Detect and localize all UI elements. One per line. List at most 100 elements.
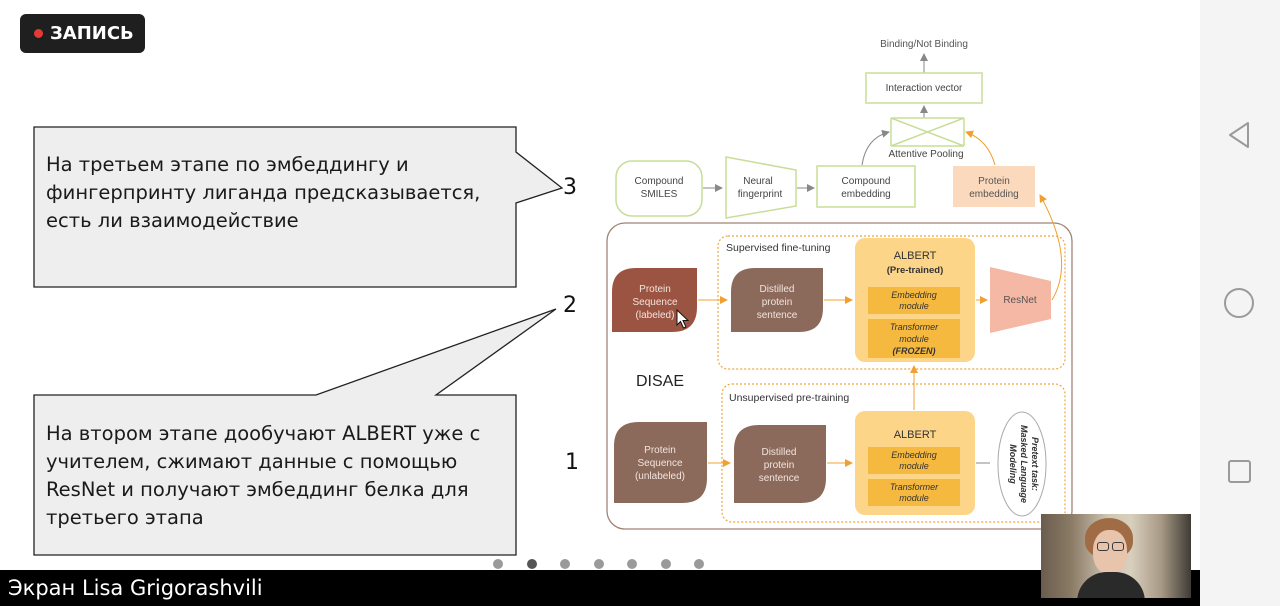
recent-apps-icon[interactable] <box>1228 460 1251 483</box>
callout-2-line: На втором этапе дообучают ALBERT уже с <box>46 422 481 445</box>
screen-share-label: Экран Lisa Grigorashvili <box>8 576 263 600</box>
callouts-layer <box>33 126 564 556</box>
arrow-protein-to-pooling <box>965 130 996 166</box>
pretext-label: Modeling <box>1008 444 1018 484</box>
callout-2-line: третьего этапа <box>46 506 204 529</box>
albert-bottom-transformer-box <box>868 479 960 506</box>
albert-bottom-transformer-label: Transformer <box>890 482 939 492</box>
compound-smiles-box <box>615 160 703 217</box>
protein-seq-unlabeled-shape <box>614 422 707 503</box>
protein-seq-labeled-label: Protein <box>639 284 671 295</box>
step-2-number: 2 <box>563 293 577 318</box>
disae-label: DISAE <box>636 373 684 390</box>
albert-top-embedding-box <box>868 287 960 314</box>
pager-dot[interactable] <box>560 559 570 569</box>
mouse-cursor-icon <box>676 308 690 329</box>
step-3-number: 3 <box>563 175 577 200</box>
unsupervised-label: Unsupervised pre-training <box>729 392 849 404</box>
attentive-pooling-label: Attentive Pooling <box>888 149 963 160</box>
protein-embedding-label: embedding <box>969 189 1018 200</box>
compound-smiles-label: SMILES <box>641 189 678 200</box>
albert-top-embedding-label: Embedding <box>891 290 937 300</box>
neural-fingerprint-label: fingerprint <box>738 189 783 200</box>
supervised-label: Supervised fine-tuning <box>726 242 831 254</box>
callout-3-line: есть ли взаимодействие <box>46 209 299 232</box>
home-icon[interactable] <box>1224 288 1254 318</box>
arrow-compound-to-pooling <box>861 129 890 166</box>
callout-2-bubble <box>33 308 557 556</box>
resnet-label: ResNet <box>1003 295 1037 306</box>
compound-embedding-label: Compound <box>842 176 891 187</box>
protein-embedding-label: Protein <box>978 176 1010 187</box>
albert-top-transformer-box <box>868 319 960 358</box>
albert-bottom-embedding-label: module <box>899 461 929 471</box>
albert-bottom-title: ALBERT <box>894 429 937 441</box>
compound-smiles-label: Compound <box>635 176 684 187</box>
albert-top-transformer-label: module <box>899 334 929 344</box>
protein-seq-unlabeled-label: (unlabeled) <box>635 471 685 482</box>
callout-3-line: фингерпринту лиганда предсказывается, <box>46 181 481 204</box>
interaction-vector-label: Interaction vector <box>886 83 963 94</box>
recording-label: ЗАПИСЬ <box>50 23 134 44</box>
slide-pager <box>493 559 708 571</box>
albert-top-title: ALBERT <box>894 250 937 262</box>
protein-seq-unlabeled-label: Protein <box>644 445 676 456</box>
pager-dot[interactable] <box>593 559 604 569</box>
callout-2-line: ResNet и получают эмбеддинг белка для <box>46 478 469 501</box>
distilled-sentence-label: sentence <box>759 473 800 484</box>
distilled-sentence-label: Distilled <box>759 284 794 295</box>
distilled-sentence-label: protein <box>762 297 793 308</box>
attentive-pooling-shape <box>890 117 965 147</box>
binding-label: Binding/Not Binding <box>880 39 968 50</box>
pretext-text-group: Pretext task: Masked Language Modeling <box>1008 425 1040 503</box>
compound-embedding-box <box>816 165 916 208</box>
glasses-icon <box>1097 542 1109 551</box>
webcam-thumbnail[interactable] <box>1041 514 1191 598</box>
pager-dot[interactable] <box>660 559 671 569</box>
screen-share-bar: Экран Lisa Grigorashvili <box>0 570 1200 606</box>
arrow-resnet-to-embedding <box>1039 194 1063 301</box>
resnet-shape <box>990 267 1051 333</box>
interaction-vector-box <box>865 72 983 104</box>
unsupervised-region <box>721 383 1066 523</box>
pretext-ellipse <box>997 411 1047 517</box>
distilled-sentence-top-shape <box>731 268 823 332</box>
callout-3-bubble <box>33 126 564 288</box>
distilled-sentence-label: Distilled <box>761 447 796 458</box>
distilled-sentence-label: sentence <box>757 310 798 321</box>
neural-fingerprint-shape <box>725 156 797 219</box>
callout-2-line: учителем, сжимают данные с помощью <box>46 450 458 473</box>
protein-seq-unlabeled-label: Sequence <box>637 458 682 469</box>
albert-bottom-embedding-label: Embedding <box>891 450 937 460</box>
neural-fingerprint-label: Neural <box>743 176 772 187</box>
pager-dot[interactable] <box>627 559 637 569</box>
recording-dot-icon <box>34 29 43 38</box>
distilled-sentence-label: protein <box>764 460 795 471</box>
webcam-person-face <box>1093 530 1127 574</box>
albert-bottom-transformer-label: module <box>899 493 929 503</box>
glasses-icon <box>1112 542 1124 551</box>
albert-top-embedding-label: module <box>899 301 929 311</box>
pager-dot[interactable] <box>694 559 704 569</box>
back-icon[interactable] <box>1226 120 1254 150</box>
recording-badge: ЗАПИСЬ <box>20 14 145 53</box>
step-1-number: 1 <box>565 450 579 475</box>
protein-embedding-box <box>953 166 1035 207</box>
callout-3-line: На третьем этапе по эмбеддингу и <box>46 153 409 176</box>
albert-top-transformer-label: (FROZEN) <box>893 346 936 356</box>
compound-embedding-label: embedding <box>841 189 890 200</box>
protein-seq-labeled-label: Sequence <box>632 297 677 308</box>
albert-top-transformer-label: Transformer <box>890 322 939 332</box>
distilled-sentence-bottom-shape <box>734 425 826 503</box>
callout-3-text: На третьем этапе по эмбеддингу и фингерп… <box>46 151 480 235</box>
pager-dot[interactable] <box>526 559 537 569</box>
callout-2-text: На втором этапе дообучают ALBERT уже с у… <box>46 420 480 532</box>
disae-diagram: Binding/Not Binding Interaction vector A… <box>606 39 1073 530</box>
pretext-label: Masked Language <box>1019 425 1029 503</box>
albert-top-subtitle: (Pre-trained) <box>887 265 943 276</box>
albert-bottom-embedding-box <box>868 447 960 474</box>
pager-dot[interactable] <box>493 559 503 569</box>
protein-seq-labeled-label: (labeled) <box>636 310 675 321</box>
webcam-person-body <box>1077 572 1145 598</box>
pretext-label: Pretext task: <box>1030 437 1040 491</box>
